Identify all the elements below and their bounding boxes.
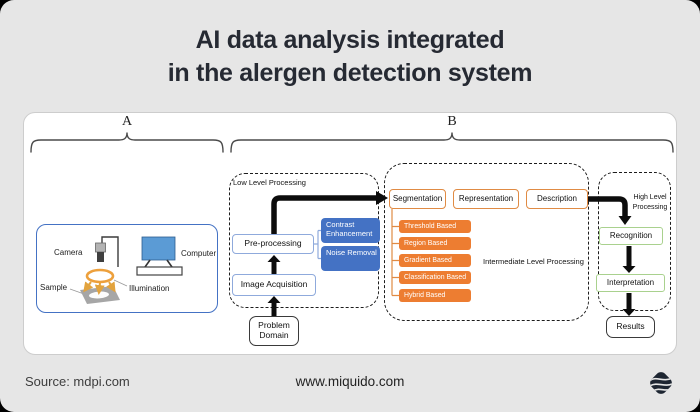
description-box: Description	[526, 189, 588, 209]
diagram-boxes: Camera Computer Sample Illumination Low …	[24, 113, 678, 356]
illumination-pointer-line	[113, 279, 128, 287]
illumination-ring-icon	[85, 268, 115, 284]
interpretation-box: Interpretation	[596, 274, 665, 292]
light-arrow-middle	[94, 282, 105, 295]
miquido-logo-icon	[649, 372, 674, 394]
camera-lens-icon	[97, 252, 104, 262]
monitor-icon	[141, 236, 176, 261]
image-acquisition-box: Image Acquisition	[232, 274, 316, 296]
recognition-box: Recognition	[599, 227, 663, 245]
classification-based-box: Classification Based	[399, 271, 471, 284]
region-based-box: Region Based	[399, 237, 471, 250]
contrast-enhancement-box: Contrast Enhancement	[321, 218, 380, 243]
sample-label: Sample	[40, 283, 68, 292]
pre-processing-box: Pre-processing	[232, 234, 314, 254]
camera-icon	[95, 242, 106, 253]
apparatus-box: Camera Computer Sample Illumination	[36, 224, 218, 313]
segmentation-box: Segmentation	[389, 189, 446, 209]
threshold-based-box: Threshold Based	[399, 220, 471, 233]
source-attribution: Source: mdpi.com	[25, 374, 130, 389]
high-level-processing-label: High Level Processing	[632, 194, 668, 211]
problem-domain-box: Problem Domain	[249, 316, 299, 346]
monitor-leg-right	[166, 259, 173, 268]
website-link: www.miquido.com	[295, 374, 405, 389]
section-b-label: B	[447, 114, 457, 129]
intermediate-level-processing-group	[384, 163, 589, 321]
section-a-label: A	[121, 114, 133, 129]
representation-box: Representation	[453, 189, 519, 209]
table-icon	[136, 266, 183, 276]
camera-label: Camera	[54, 248, 83, 257]
intermediate-level-processing-label: Intermediate Level Processing	[483, 257, 584, 266]
logo-diamond	[650, 372, 672, 394]
noise-removal-box: Noise Removal	[321, 246, 380, 271]
light-arrow-left	[83, 281, 94, 293]
footer: Source: mdpi.com www.miquido.com	[0, 368, 700, 398]
diagram-panel: A B	[23, 112, 677, 355]
illumination-label: Illumination	[129, 284, 170, 293]
light-arrow-right	[106, 281, 116, 293]
monitor-leg-left	[144, 259, 151, 268]
computer-label: Computer	[181, 249, 217, 258]
page-title-line2: in the alergen detection system	[167, 59, 533, 87]
gradient-based-box: Gradient Based	[399, 254, 471, 267]
apparatus-illustration	[69, 236, 183, 304]
results-box: Results	[606, 316, 655, 338]
hybrid-based-box: Hybrid Based	[399, 289, 471, 302]
page-title: AI data analysis integrated in the alerg…	[0, 24, 700, 90]
page-title-line1: AI data analysis integrated	[195, 26, 505, 54]
camera-arm	[101, 236, 119, 267]
low-level-processing-label: Low Level Processing	[233, 178, 306, 187]
